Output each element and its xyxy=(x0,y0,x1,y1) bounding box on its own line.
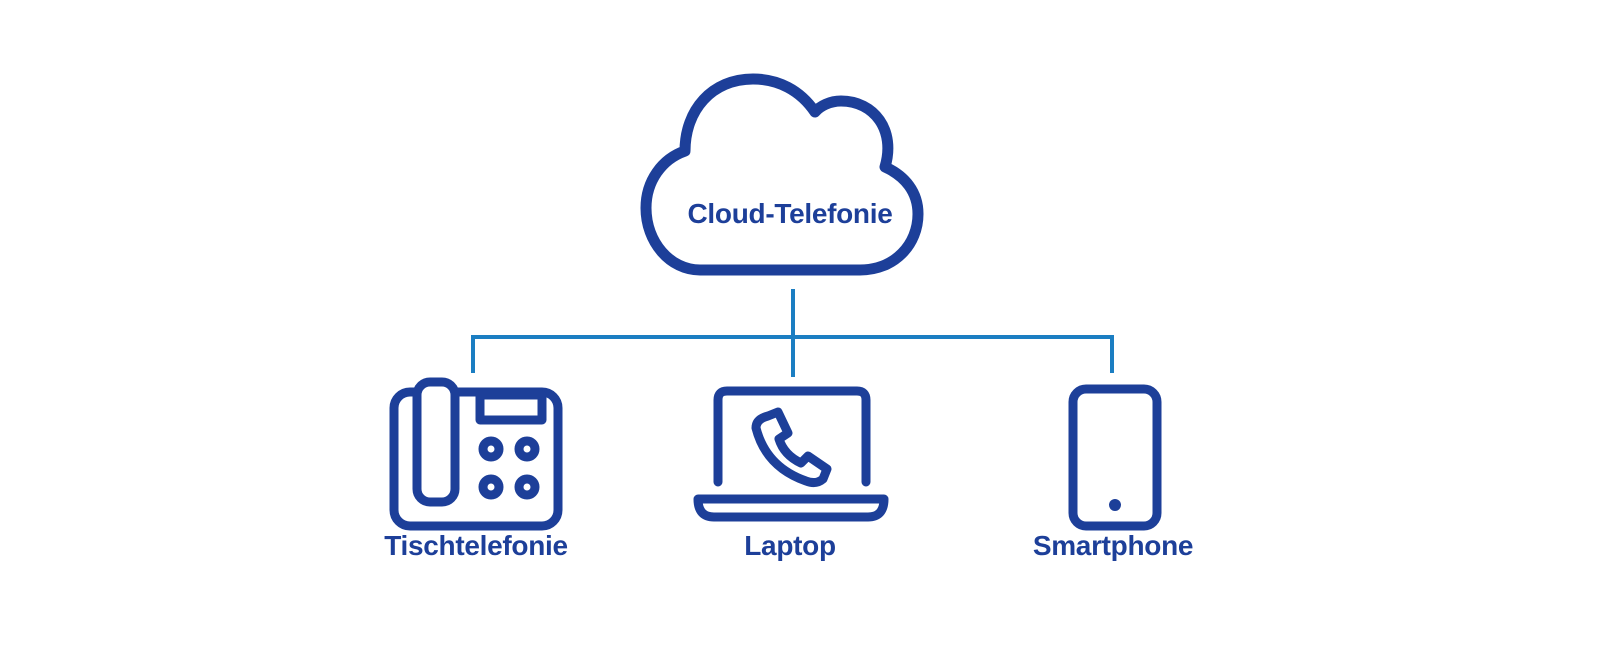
phone-handset-icon xyxy=(751,407,832,488)
laptop-phone-icon xyxy=(693,386,889,522)
home-button-dot xyxy=(1109,499,1121,511)
node-label-smartphone: Smartphone xyxy=(1032,530,1194,561)
cloud-label: Cloud-Telefonie xyxy=(687,198,893,229)
desk-phone-icon xyxy=(389,377,563,531)
node-label-desk-phone: Tischtelefonie xyxy=(384,530,568,561)
node-label-laptop: Laptop xyxy=(744,530,836,561)
cloud-icon xyxy=(640,73,924,276)
smartphone-icon xyxy=(1068,384,1162,531)
connector-lines xyxy=(471,289,1114,377)
